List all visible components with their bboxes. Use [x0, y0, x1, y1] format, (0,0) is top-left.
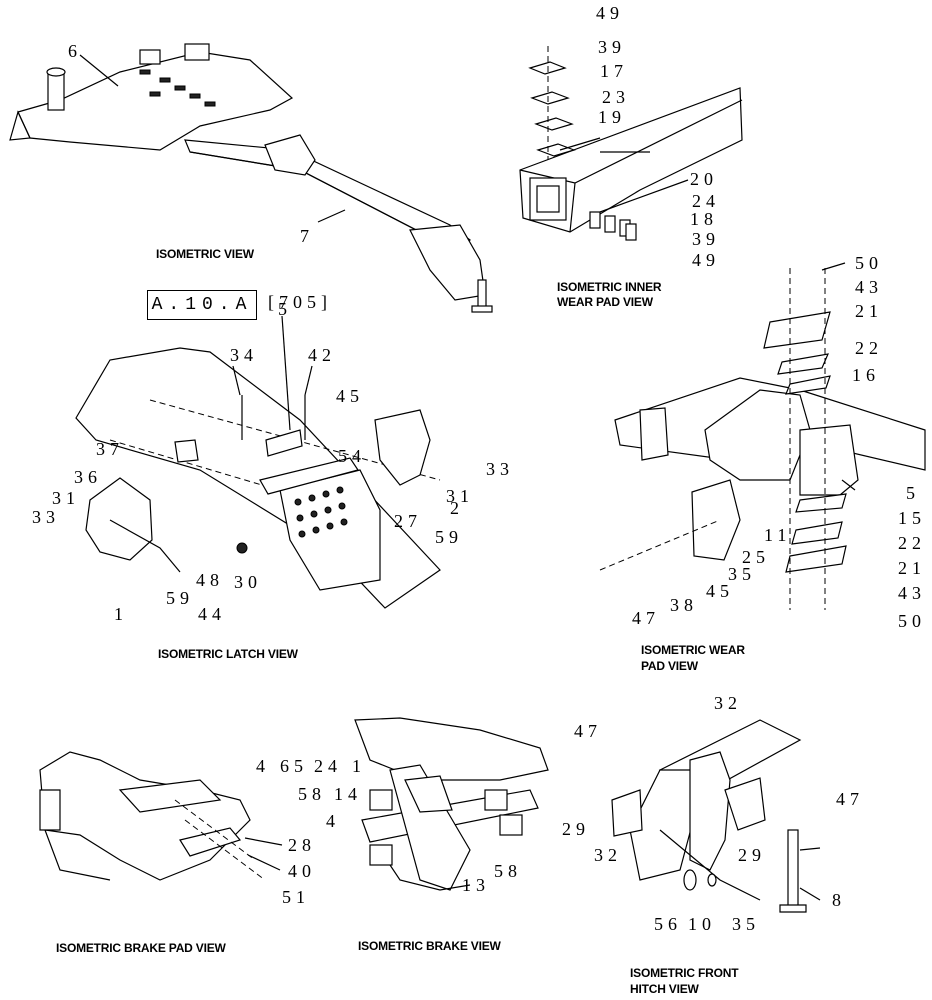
callout-25: 25 — [742, 547, 770, 567]
reference-box: A.10.A — [147, 290, 257, 320]
callout-32-top: 32 — [714, 693, 742, 713]
callout-13: 13 — [462, 875, 490, 895]
caption-inner-wear-pad-line1: ISOMETRIC INNER — [557, 280, 662, 294]
callout-29-right: 29 — [738, 845, 766, 865]
callout-18: 18 — [690, 209, 718, 229]
callout-65: 65 — [280, 756, 308, 776]
callout-19: 19 — [598, 107, 626, 127]
callout-15: 15 — [898, 508, 926, 528]
callout-59-right: 59 — [435, 527, 463, 547]
callout-21-bottom: 21 — [898, 558, 926, 578]
callout-43-top: 43 — [855, 277, 883, 297]
caption-brake-view: ISOMETRIC BRAKE VIEW — [358, 939, 501, 953]
callout-1-brake: 1 — [352, 756, 366, 776]
latch-view-drawing — [75, 347, 441, 609]
callout-2: 2 — [450, 498, 464, 518]
callout-31-right: 31 — [446, 486, 474, 506]
callout-14: 14 — [334, 784, 362, 804]
callout-36: 36 — [74, 467, 102, 487]
caption-front-hitch-line1: ISOMETRIC FRONT — [630, 966, 739, 980]
callout-43-bottom: 43 — [898, 583, 926, 603]
caption-isometric-view: ISOMETRIC VIEW — [156, 247, 254, 261]
front-hitch-view-drawing — [611, 719, 821, 913]
isometric-view-drawing — [9, 43, 493, 313]
callout-4-brake-side: 4 — [326, 811, 340, 831]
inner-wear-pad-drawing — [519, 46, 743, 241]
callout-49-bottom: 49 — [692, 250, 720, 270]
callout-51: 51 — [282, 887, 310, 907]
callout-27: 27 — [394, 511, 422, 531]
callout-22-top: 22 — [855, 338, 883, 358]
reference-tail: [705] — [268, 292, 332, 312]
callout-33-left: 33 — [32, 507, 60, 527]
callout-47-wear: 47 — [632, 608, 660, 628]
callout-45: 45 — [336, 386, 364, 406]
callout-44: 44 — [198, 604, 226, 624]
caption-wear-pad-line2: PAD VIEW — [641, 659, 698, 673]
callout-16: 16 — [852, 365, 880, 385]
callout-34: 34 — [230, 345, 258, 365]
callout-58-brake-left: 58 — [298, 784, 326, 804]
callout-24: 24 — [692, 191, 720, 211]
callout-33-right: 33 — [486, 459, 514, 479]
callout-23: 23 — [602, 87, 630, 107]
callout-35-wear: 35 — [728, 564, 756, 584]
callout-39-top: 39 — [598, 37, 626, 57]
callout-35-hitch: 35 — [732, 914, 760, 934]
callout-59-left: 59 — [166, 588, 194, 608]
callout-20: 20 — [690, 169, 718, 189]
leader-lines — [79, 54, 856, 901]
callout-47-hitch-left: 47 — [574, 721, 602, 741]
callout-8: 8 — [832, 890, 846, 910]
callout-30: 30 — [234, 572, 262, 592]
callout-45-wear: 45 — [706, 581, 734, 601]
callout-5-latch: 5 — [278, 299, 292, 319]
callout-6: 6 — [68, 41, 82, 61]
callout-50-top: 50 — [855, 253, 883, 273]
callout-5-wear: 5 — [906, 483, 920, 503]
callout-32-bottom: 32 — [594, 845, 622, 865]
brake-pad-view-drawing — [39, 751, 266, 881]
callout-47-hitch-right: 47 — [836, 789, 864, 809]
callout-49-top: 49 — [596, 3, 624, 23]
callout-28: 28 — [288, 835, 316, 855]
callout-50-bottom: 50 — [898, 611, 926, 631]
caption-inner-wear-pad-line2: WEAR PAD VIEW — [557, 295, 653, 309]
wear-pad-view-drawing — [599, 268, 926, 610]
callout-24-brake: 24 — [314, 756, 342, 776]
caption-front-hitch-line2: HITCH VIEW — [630, 982, 699, 996]
callout-48: 48 — [196, 570, 224, 590]
callout-4-brake-top: 4 — [256, 756, 270, 776]
callout-38: 38 — [670, 595, 698, 615]
callout-56: 56 — [654, 914, 682, 934]
callout-22-bottom: 22 — [898, 533, 926, 553]
callout-10: 10 — [688, 914, 716, 934]
callout-1-latch: 1 — [114, 604, 128, 624]
callout-7: 7 — [300, 226, 314, 246]
caption-wear-pad-line1: ISOMETRIC WEAR — [641, 643, 745, 657]
callout-17: 17 — [600, 61, 628, 81]
callout-54: 54 — [338, 446, 366, 466]
callout-58-brake-right: 58 — [494, 861, 522, 881]
callout-31-left: 31 — [52, 488, 80, 508]
callout-40: 40 — [288, 861, 316, 881]
brake-view-drawing — [354, 717, 549, 891]
callout-37: 37 — [96, 439, 124, 459]
caption-latch-view: ISOMETRIC LATCH VIEW — [158, 647, 298, 661]
callout-11: 11 — [764, 525, 792, 545]
callout-29-left: 29 — [562, 819, 590, 839]
callout-42: 42 — [308, 345, 336, 365]
callout-21-top: 21 — [855, 301, 883, 321]
caption-brake-pad-view: ISOMETRIC BRAKE PAD VIEW — [56, 941, 226, 955]
callout-39-bottom: 39 — [692, 229, 720, 249]
